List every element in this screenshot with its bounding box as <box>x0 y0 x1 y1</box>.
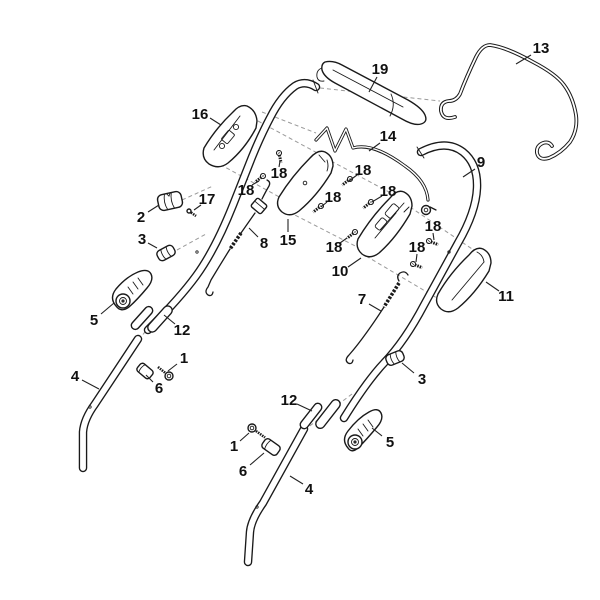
part-label-1: 1 <box>180 350 188 367</box>
part-label-6: 6 <box>239 463 247 480</box>
leader-line-part-18 <box>415 253 418 263</box>
leader-line-part-3 <box>401 362 415 374</box>
part-label-10: 10 <box>332 263 349 280</box>
part-label-3: 3 <box>138 231 146 248</box>
cable-guide-wire-part-13 <box>439 43 579 161</box>
part-label-3: 3 <box>418 371 426 388</box>
part-label-6: 6 <box>155 380 163 397</box>
leader-line-part-6 <box>145 374 154 383</box>
leader-line-part-18 <box>371 195 383 203</box>
clamp-part-6-right <box>261 438 281 456</box>
leader-line-part-13 <box>515 54 532 65</box>
leader-line-part-9 <box>462 168 476 178</box>
part-label-18: 18 <box>325 189 342 206</box>
part-label-5: 5 <box>90 312 98 329</box>
part-label-9: 9 <box>477 154 485 171</box>
part-label-18: 18 <box>355 162 372 179</box>
brake-cable-part-8 <box>205 179 271 297</box>
cover-part-15 <box>276 150 334 216</box>
part-label-15: 15 <box>280 232 297 249</box>
leader-line-part-12 <box>296 403 313 412</box>
upper-handle-right-tube <box>339 141 482 423</box>
leader-line-part-16 <box>209 117 222 126</box>
part-label-18: 18 <box>425 218 442 235</box>
leader-line-part-18 <box>348 174 358 182</box>
clamp-part-6-left <box>136 362 154 380</box>
cover-part-11 <box>435 247 492 313</box>
leader-line-part-11 <box>485 281 500 292</box>
leader-line-part-17 <box>193 204 202 211</box>
leader-line-part-18 <box>320 201 328 208</box>
part-label-2: 2 <box>137 209 145 226</box>
brake-cable-part-7 <box>345 271 409 365</box>
leader-line-part-18 <box>251 180 260 186</box>
part-label-18: 18 <box>238 182 255 199</box>
part-label-11: 11 <box>498 288 514 305</box>
screw-part-17 <box>186 208 197 218</box>
part-label-18: 18 <box>380 183 397 200</box>
part-label-5: 5 <box>386 434 394 451</box>
leader-line-part-4 <box>81 379 100 390</box>
lower-handle-right-tube <box>243 424 309 567</box>
throttle-cable-part-14 <box>314 126 437 216</box>
part-label-8: 8 <box>260 235 268 252</box>
leader-line-part-7 <box>368 303 382 312</box>
handle-grip-cover-part-19 <box>316 60 427 126</box>
part-label-12: 12 <box>174 322 191 339</box>
leader-line-part-3 <box>147 242 158 249</box>
leader-line-part-6 <box>249 452 265 466</box>
leader-line-part-18 <box>339 237 348 244</box>
part-label-16: 16 <box>192 106 209 123</box>
leader-line-part-1 <box>239 432 250 442</box>
leader-line-part-1 <box>167 363 178 372</box>
part-label-18: 18 <box>271 165 288 182</box>
part-label-4: 4 <box>305 481 314 498</box>
clamp-block-part-2 <box>156 190 184 212</box>
part-label-18: 18 <box>409 239 426 256</box>
leader-line-part-4 <box>289 475 304 485</box>
bolt-part-1-left <box>157 365 174 381</box>
leader-line-part-5 <box>100 302 115 315</box>
leader-line-part-18 <box>278 160 281 168</box>
leader-line-part-2 <box>147 204 160 213</box>
lower-handle-left-tube <box>78 334 143 473</box>
part-label-18: 18 <box>326 239 343 256</box>
leader-line-part-8 <box>248 227 259 238</box>
leader-line-part-14 <box>368 142 381 152</box>
part-label-12: 12 <box>281 392 298 409</box>
bushing-part-3-left <box>156 244 176 262</box>
grip-strips-part-12-right <box>299 398 341 430</box>
lever-part-5-left <box>111 269 153 311</box>
part-label-17: 17 <box>199 191 216 208</box>
leader-line-part-19 <box>368 76 378 93</box>
part-label-7: 7 <box>358 291 366 308</box>
bushing-part-3-right <box>385 350 405 366</box>
part-label-14: 14 <box>380 128 397 145</box>
cover-part-16 <box>202 104 258 168</box>
part-label-19: 19 <box>372 61 389 78</box>
part-label-4: 4 <box>71 368 80 385</box>
lever-part-5-right <box>343 409 383 452</box>
leader-line-part-12 <box>163 314 176 325</box>
grip-strips-part-12-left <box>130 305 173 333</box>
part-label-13: 13 <box>533 40 550 57</box>
upper-handle-left-tube <box>143 79 321 335</box>
bolt-part-1-right <box>247 423 266 439</box>
part-label-1: 1 <box>230 438 238 455</box>
leader-line-part-10 <box>347 257 362 268</box>
switch-housing-part-10 <box>356 190 413 258</box>
leader-line-part-18 <box>432 232 435 241</box>
leader-line-part-5 <box>371 427 383 437</box>
